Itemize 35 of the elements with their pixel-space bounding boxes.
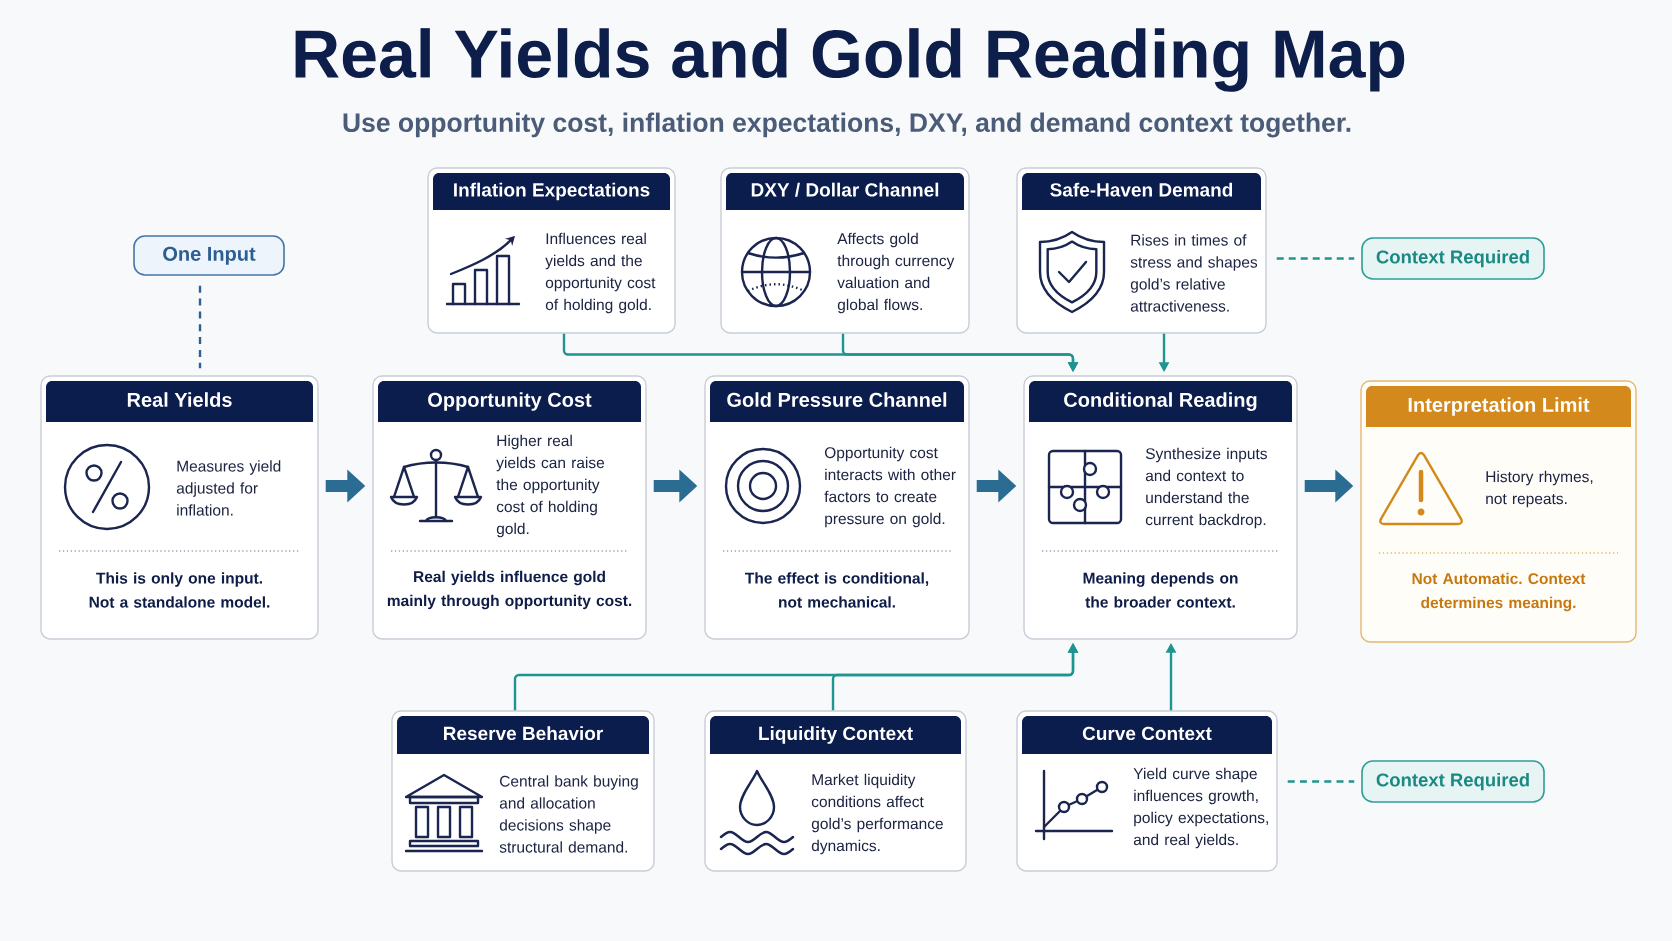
body-text: Rises in times of stress and shapes gold’s relative attractiveness.	[1130, 234, 1258, 312]
body-text: History rhymes, not repeats.	[1486, 470, 1593, 508]
pill-label: Context Required	[1361, 760, 1545, 803]
footer-text: Real yields influence gold mainly through opportunity cost.	[387, 570, 632, 610]
header-bar: Interpretation Limit	[1366, 386, 1631, 427]
pill-label: One Input	[133, 235, 285, 276]
pill-label: Context Required	[1361, 237, 1545, 280]
header-bar: Liquidity Context	[710, 716, 961, 754]
body-text: Synthesize inputs and context to understand the current backdrop.	[1145, 447, 1267, 529]
footer-text: The effect is conditional, not mechanical.	[745, 572, 929, 608]
header-bar: Safe-Haven Demand	[1022, 173, 1261, 210]
header-bar: Gold Pressure Channel	[710, 381, 964, 422]
body-text: Yield curve shape influences growth, policy expectations, and real yields.	[1133, 767, 1268, 849]
header-bar: Conditional Reading	[1029, 381, 1292, 422]
dashed-line	[1276, 257, 1355, 260]
body-text: Higher real yields can raise the opportunity cost of holding gold.	[496, 434, 605, 538]
subtitle: Use opportunity cost, inflation expectations, DXY, and demand context together.	[343, 112, 1351, 138]
body-text: Central bank buying and allocation decisions shape structural demand.	[499, 775, 638, 853]
body-text: Market liquidity conditions affect gold’s performance dynamics.	[811, 773, 943, 855]
header-bar: DXY / Dollar Channel	[726, 173, 964, 210]
header-bar: Curve Context	[1022, 716, 1272, 754]
title: Real Yields and Gold Reading Map	[295, 28, 1405, 92]
footer-text: Meaning depends on the broader context.	[1083, 572, 1238, 608]
body-text: Affects gold through currency valuation and global flows.	[837, 232, 955, 314]
header-bar: Opportunity Cost	[378, 381, 641, 422]
body-text: Measures yield adjusted for inflation.	[176, 460, 281, 516]
header-bar: Inflation Expectations	[433, 173, 670, 210]
header-bar: Reserve Behavior	[397, 716, 649, 754]
body-text: Opportunity cost interacts with other factors to create pressure on gold.	[824, 446, 956, 528]
dashed-line	[198, 285, 202, 369]
footer-text: This is only one input. Not a standalone model.	[89, 572, 270, 608]
header-bar: Real Yields	[46, 381, 313, 422]
body-text: Influences real yields and the opportunity cost of holding gold.	[545, 232, 656, 314]
dashed-line	[1287, 780, 1355, 783]
footer-text: Not Automatic. Context determines meaning.	[1412, 572, 1586, 612]
